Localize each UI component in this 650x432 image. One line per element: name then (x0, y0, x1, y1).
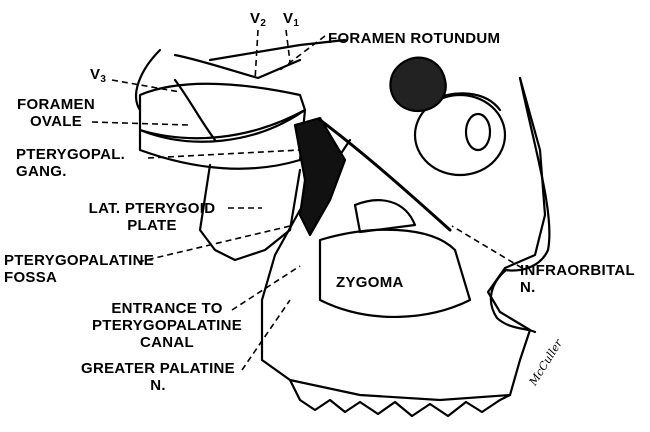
label-entrance-canal-line2: PTERYGOPALATINE (82, 317, 252, 334)
label-foramen-ovale-line2: OVALE (10, 113, 102, 130)
skull-base-plate (140, 84, 305, 138)
label-pterygopal-gang: PTERYGOPAL. GANG. (16, 146, 125, 180)
label-pterygopal-gang-line2: GANG. (16, 163, 125, 180)
leader-infraorbital (452, 226, 522, 268)
label-foramen-ovale-line1: FORAMEN (10, 96, 102, 113)
label-zygoma: ZYGOMA (336, 274, 404, 291)
nerve-v2 (175, 55, 300, 78)
label-ptery-fossa-line2: FOSSA (4, 269, 154, 286)
label-foramen-rotundum: FORAMEN ROTUNDUM (328, 30, 500, 47)
label-v3-sub: 3 (100, 74, 106, 85)
label-v2: V2 (250, 10, 266, 32)
label-greater-palatine: GREATER PALATINE N. (68, 360, 248, 394)
label-greater-palatine-line1: GREATER PALATINE (68, 360, 248, 377)
label-ptery-fossa-line1: PTERYGOPALATINE (4, 252, 154, 269)
eye-fat-pad (390, 58, 445, 111)
label-lat-pterygoid-line2: PLATE (82, 217, 222, 234)
leader-v2 (255, 30, 258, 80)
nerve-v1 (210, 40, 345, 60)
label-pterygopal-gang-line1: PTERYGOPAL. (16, 146, 125, 163)
label-v1-text: V (283, 10, 293, 27)
label-v3-text: V (90, 66, 100, 83)
label-entrance-canal-line3: CANAL (82, 334, 252, 351)
label-infraorbital: INFRAORBITAL N. (520, 262, 635, 296)
label-v3: V3 (90, 66, 106, 88)
label-v1: V1 (283, 10, 299, 32)
skull-base-front (140, 110, 305, 169)
leader-ptery-gang (148, 150, 300, 158)
label-lat-pterygoid-line1: LAT. PTERYGOID (82, 200, 222, 217)
label-lat-pterygoid-plate: LAT. PTERYGOID PLATE (82, 200, 222, 234)
ganglion-fossa (295, 118, 345, 235)
label-entrance-canal-line1: ENTRANCE TO (82, 300, 252, 317)
zygoma-notch (355, 200, 415, 232)
label-greater-palatine-line2: N. (68, 377, 248, 394)
label-foramen-ovale: FORAMEN OVALE (10, 96, 102, 130)
orbit-iris (466, 114, 490, 150)
label-infraorbital-line2: N. (520, 279, 635, 296)
label-v2-text: V (250, 10, 260, 27)
label-pterygopalatine-fossa: PTERYGOPALATINE FOSSA (4, 252, 154, 286)
label-v2-sub: 2 (260, 18, 266, 29)
label-v1-sub: 1 (293, 18, 299, 29)
nerve-v3 (175, 80, 215, 140)
label-infraorbital-line1: INFRAORBITAL (520, 262, 635, 279)
label-entrance-canal: ENTRANCE TO PTERYGOPALATINE CANAL (82, 300, 252, 351)
